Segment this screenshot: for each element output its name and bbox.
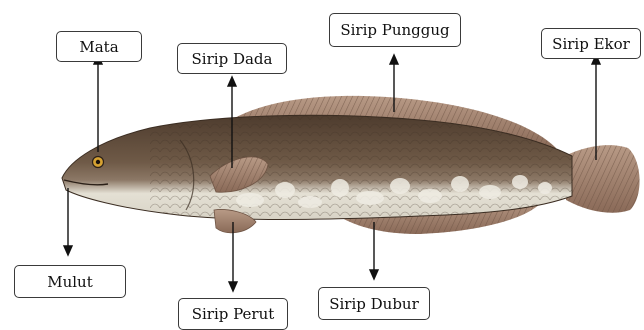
label-mulut: Mulut — [14, 265, 126, 298]
label-sirip-dada: Sirip Dada — [177, 43, 287, 74]
label-sirip-dubur: Sirip Dubur — [318, 287, 430, 320]
label-sirip-perut: Sirip Perut — [178, 298, 288, 330]
label-sirip-punggung: Sirip Punggug — [329, 13, 461, 47]
label-mata: Mata — [56, 31, 142, 62]
label-sirip-ekor: Sirip Ekor — [541, 28, 641, 59]
